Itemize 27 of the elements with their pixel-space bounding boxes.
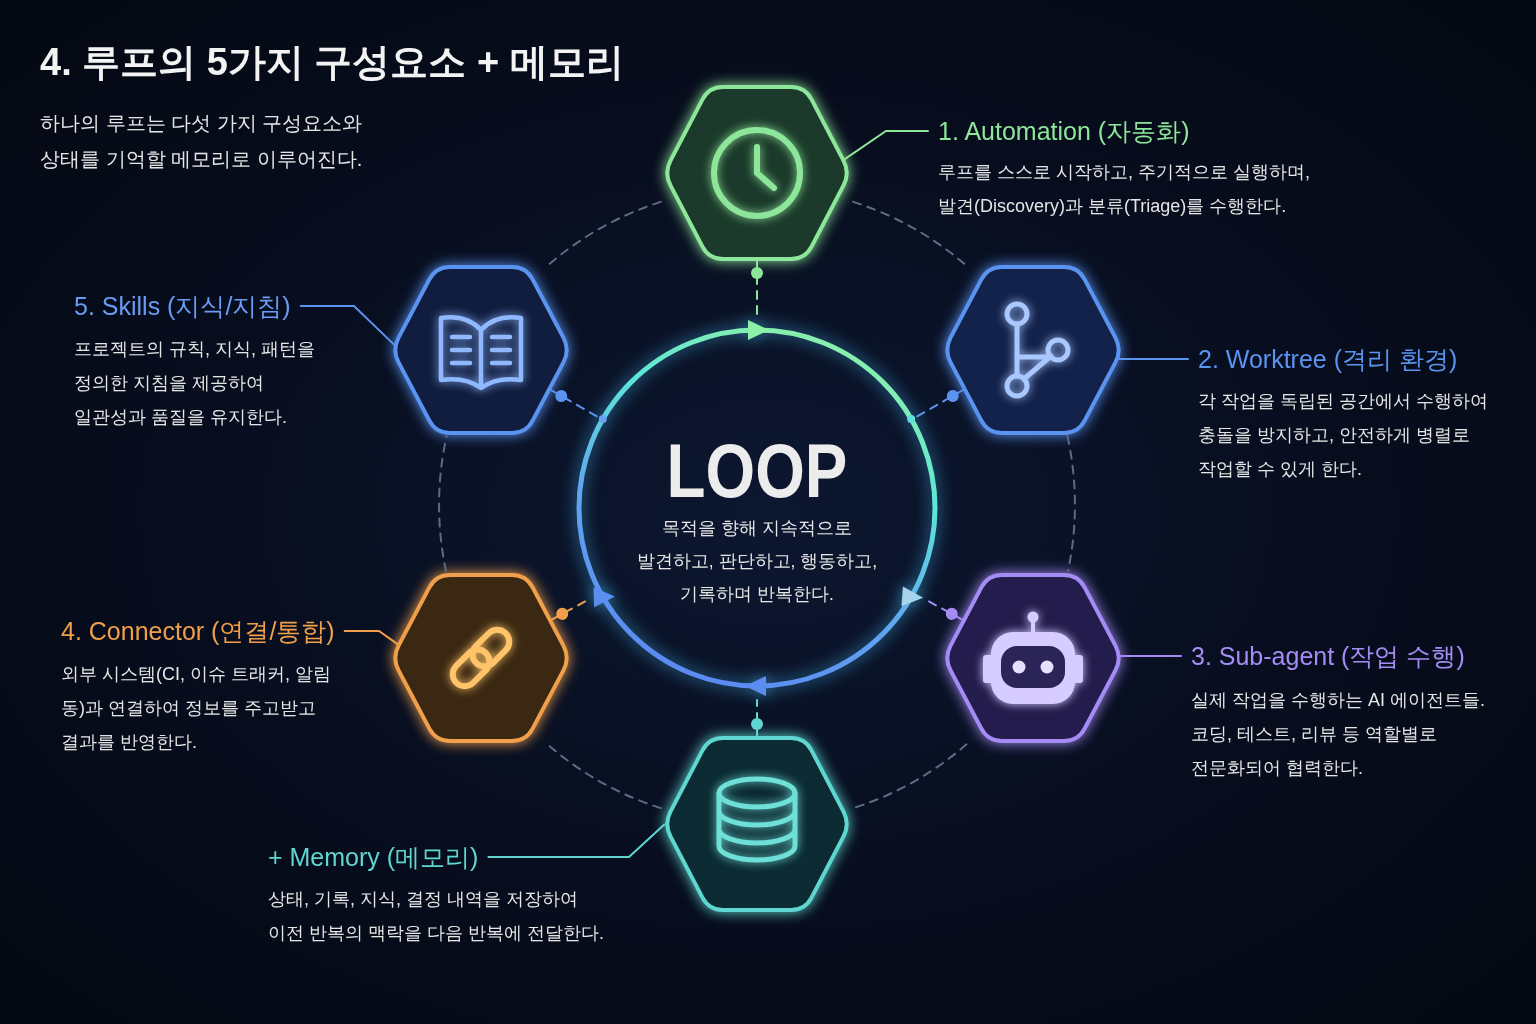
dashed-arc (1066, 435, 1076, 573)
component-title: + Memory (메모리) (268, 841, 489, 873)
component-description: 외부 시스템(CI, 이슈 트래커, 알림 동)과 연결하여 정보를 주고받고 결과를 반영한다. (61, 663, 332, 754)
component-description: 각 작업을 독립된 공간에서 수행하여 충돌을 방지하고, 안전하게 병렬로 작업할 수 있게 한다. (1198, 390, 1489, 481)
dashed-arc (852, 200, 966, 265)
component-title: 3. Sub-agent (작업 수행) (1181, 640, 1465, 672)
dashed-arc (852, 743, 968, 810)
component-title: 4. Connector (연결/통합) (61, 615, 345, 647)
dashed-connector (751, 260, 763, 317)
dashed-arc (548, 200, 662, 265)
page-title: 4. 루프의 5가지 구성요소 + 메모리 (40, 40, 624, 85)
subtitle: 하나의 루프는 다섯 가지 구성요소와 상태를 기억할 메모리로 이루어진다. (40, 111, 364, 172)
component-title: 1. Automation (자동화) (928, 115, 1190, 147)
component-title: 5. Skills (지식/지침) (74, 290, 301, 322)
component-description: 상태, 기록, 지식, 결정 내역을 저장하여 이전 반복의 맥락을 다음 반복에 전달한다. (268, 888, 605, 945)
dashed-arc (546, 743, 662, 810)
component-title: 2. Worktree (격리 환경) (1188, 343, 1458, 375)
loop-description: 목적을 향해 지속적으로 발견하고, 판단하고, 행동하고, 기록하며 반복한다. (635, 517, 879, 606)
component-description: 실제 작업을 수행하는 AI 에이전트들. 코딩, 테스트, 리뷰 등 역할별로 전문화되어 협력한다. (1191, 689, 1486, 780)
component-description: 루프를 스스로 시작하고, 주기적으로 실행하며, 발견(Discovery)과 분류(Triage)를 수행한다. (938, 161, 1311, 218)
loop-title: LOOP (666, 433, 848, 509)
dashed-connector (751, 699, 763, 737)
leader-line (1119, 655, 1182, 657)
dashed-arc (438, 435, 448, 573)
component-description: 프로젝트의 규칙, 지식, 패턴을 정의한 지침을 제공하여 일관성과 품질을 유지한다. (74, 338, 316, 429)
leader-line (487, 823, 666, 858)
leader-line (299, 305, 396, 347)
